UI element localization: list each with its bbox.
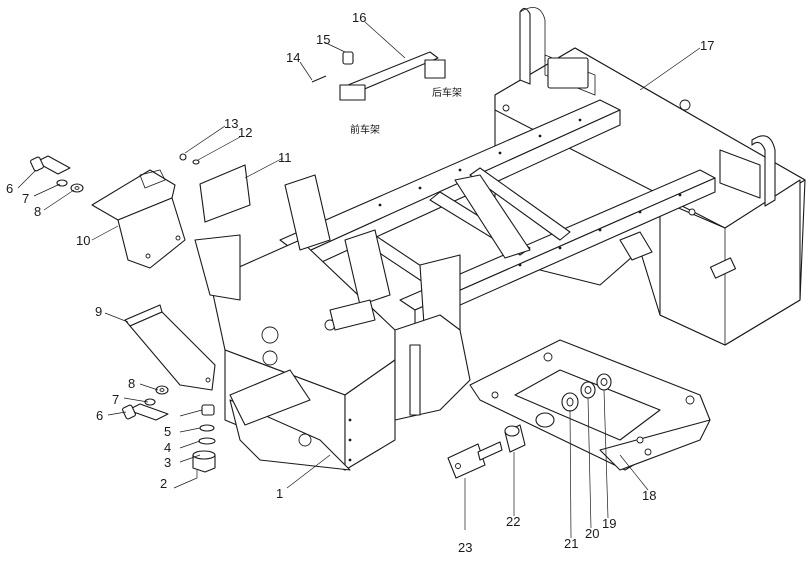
callout-labels: 1 2 3 4 5 6 7 8 9 6 7 8 10 11 12 13 14 1… xyxy=(6,10,714,555)
callout-9: 9 xyxy=(95,304,102,319)
callout-12: 12 xyxy=(238,125,252,140)
callout-1: 1 xyxy=(276,486,283,501)
callout-7-lower: 7 xyxy=(112,392,119,407)
bracket-part-10 xyxy=(91,169,186,269)
link-rod-parts-14-16 xyxy=(311,51,446,101)
callout-19: 19 xyxy=(602,516,616,531)
note-front-frame: 前车架 xyxy=(350,123,380,136)
pin-part-23 xyxy=(447,441,503,479)
articulation-frame-part-18 xyxy=(469,339,711,471)
bolt-set-upper xyxy=(30,155,84,193)
frame-notes: 前车架 后车架 xyxy=(350,86,462,136)
washer-stack-parts-19-21 xyxy=(561,373,612,412)
callout-14: 14 xyxy=(286,50,300,65)
callout-8-upper: 8 xyxy=(34,204,41,219)
callout-18: 18 xyxy=(642,488,656,503)
rear-frame-assembly xyxy=(494,7,806,346)
callout-5: 5 xyxy=(164,424,171,439)
note-rear-frame: 后车架 xyxy=(432,86,462,99)
callout-10: 10 xyxy=(76,233,90,248)
callout-6-lower: 6 xyxy=(96,408,103,423)
callout-2: 2 xyxy=(160,476,167,491)
front-frame-assembly xyxy=(194,99,716,471)
callout-3: 3 xyxy=(164,455,171,470)
callout-15: 15 xyxy=(316,32,330,47)
callout-11: 11 xyxy=(278,150,292,165)
callout-7-upper: 7 xyxy=(22,191,29,206)
bolt-set-lower xyxy=(122,385,169,421)
callout-22: 22 xyxy=(506,514,520,529)
callout-13: 13 xyxy=(224,116,238,131)
callout-6-upper: 6 xyxy=(6,181,13,196)
callout-4: 4 xyxy=(164,440,171,455)
plate-part-11 xyxy=(199,164,251,223)
pin-stack-parts-2-5 xyxy=(192,404,216,473)
callout-8-lower: 8 xyxy=(128,376,135,391)
screw-parts-12-13 xyxy=(179,153,200,165)
callout-21: 21 xyxy=(564,536,578,551)
leader-lines xyxy=(17,21,701,539)
callout-20: 20 xyxy=(585,526,599,541)
callout-16: 16 xyxy=(352,10,366,25)
callout-23: 23 xyxy=(458,540,472,555)
bushing-part-22 xyxy=(504,424,526,453)
bracket-part-9 xyxy=(124,304,216,391)
callout-17: 17 xyxy=(700,38,714,53)
